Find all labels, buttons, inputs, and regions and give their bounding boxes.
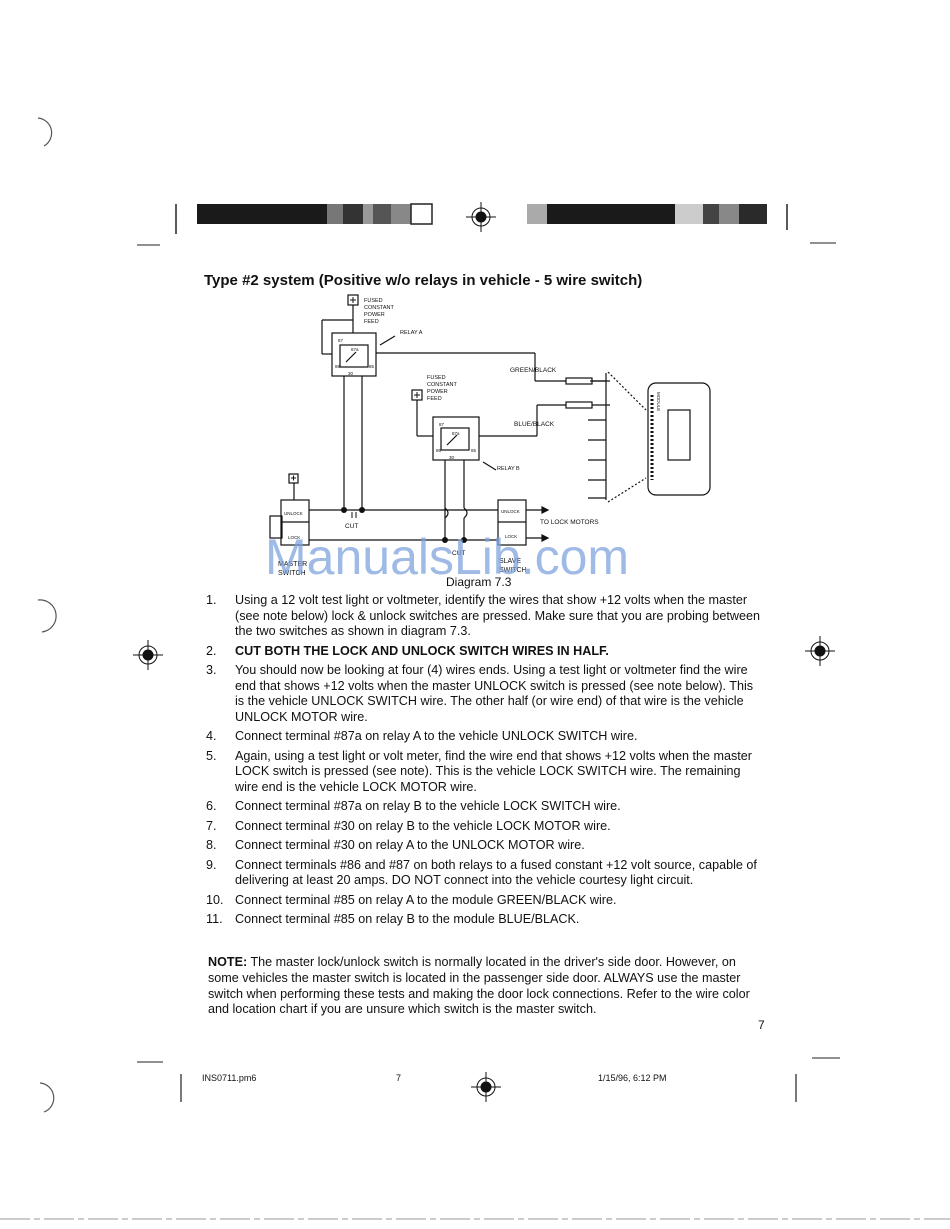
slave-switch-line2: SWITCH [499,567,527,574]
step-item: 5. Again, using a test light or volt mete… [206,749,762,796]
note-text: The master lock/unlock switch is normall… [208,955,750,1017]
relay-b-pin-86: 86 [436,448,442,453]
step-item: 4. Connect terminal #87a on relay A to th… [206,729,762,745]
cut-label-b: CUT [452,550,465,557]
scan-arc-mid [37,599,57,633]
master-switch-line1: MASTER [278,561,307,568]
step-text: Connect terminal #30 on relay B to the v… [235,818,611,833]
step-text: Again, using a test light or volt meter,… [235,748,752,794]
master-switch-line2: SWITCH [278,570,306,577]
diagram-caption: Diagram 7.3 [446,575,512,589]
note-paragraph: NOTE: The master lock/unlock switch is n… [208,955,753,1018]
step-text: Connect terminal #87a on relay A to the … [235,729,638,743]
slave-unlock-label: UNLOCK [501,509,520,514]
step-number: 2. [206,643,217,658]
step-text: Using a 12 volt test light or voltmeter,… [235,593,761,638]
step-item: 9. Connect terminals #86 and #87 on both … [206,858,762,889]
step-item: 10. Connect terminal #85 on relay A to th… [206,893,762,909]
step-number: 8. [206,838,217,852]
relay-b-box [432,416,480,461]
step-number: 5. [206,748,217,763]
relay-a-pin-86: 86 [335,364,341,369]
module-label: MODULE [656,392,661,411]
step-text: Connect terminals #86 and #87 on both re… [235,857,757,888]
green-black-label: GREEN/BLACK [510,367,557,374]
relay-b-pin-87a: 87a [452,431,460,436]
step-number: 9. [206,857,217,872]
relay-b-label: RELAY B [497,466,520,472]
fused-a-line3: POWER [364,312,385,318]
note-label: NOTE: [208,955,248,969]
step-number: 11. [206,912,223,926]
register-mark-bottom [471,1072,501,1102]
step-number: 4. [206,729,217,743]
footer-page: 7 [396,1073,402,1083]
slave-lock-label: LOCK [505,534,517,539]
register-mark-right [805,636,835,666]
fused-b-line1: FUSED [427,375,446,381]
register-mark-top [466,202,496,232]
relay-a-pin-85: 85 [369,364,375,369]
relay-a-pin-30: 30 [348,371,354,376]
step-text: Connect terminal #30 on relay A to the U… [235,838,585,852]
fused-a-line1: FUSED [364,298,383,304]
step-text: CUT BOTH THE LOCK AND UNLOCK SWITCH WIRE… [235,643,609,658]
step-text: You should now be looking at four (4) wi… [235,663,754,724]
footer-filename: INS0711.pm6 [202,1073,257,1083]
scan-arc-bottom [39,1082,55,1113]
register-mark-left [133,640,163,670]
fused-b-line2: CONSTANT [427,382,457,388]
watermark: ManualsLib.com [265,529,630,585]
fused-a-line2: CONSTANT [364,305,394,311]
step-item: 7. Connect terminal #30 on relay B to the… [206,819,762,835]
relay-a-pin-87: 87 [338,338,344,343]
fused-b-line3: POWER [427,389,448,395]
step-item: 11. Connect terminal #85 on relay B to th… [206,912,762,928]
fused-b-line4: FEED [427,396,442,402]
master-unlock-label: UNLOCK [284,511,303,516]
step-text: Connect terminal #85 on relay B to the m… [235,912,580,926]
master-lock-label: LOCK [288,535,300,540]
step-item: 8. Connect terminal #30 on relay A to the… [206,838,762,854]
relay-b-pin-30: 30 [449,455,455,460]
control-module [647,382,711,496]
blue-black-label: BLUE/BLACK [514,421,555,428]
color-bar-right [527,204,767,224]
step-number: 10. [206,892,224,907]
section-title: Type #2 system (Positive w/o relays in v… [204,272,643,289]
footer-date: 1/15/96, 6:12 PM [598,1073,667,1083]
step-item: 1. Using a 12 volt test light or voltmete… [206,593,762,640]
fused-a-line4: FEED [364,319,379,325]
relay-a-label: RELAY A [400,330,423,336]
step-number: 7. [206,818,217,833]
page-number: 7 [758,1018,765,1032]
relay-b-pin-85: 85 [471,448,477,453]
relay-b-pin-87: 87 [439,422,445,427]
step-text: Connect terminal #87a on relay B to the … [235,799,621,813]
step-item: 2. CUT BOTH THE LOCK AND UNLOCK SWITCH WI… [206,644,762,660]
slave-switch-line1: SLAVE [499,558,521,565]
instruction-list: 1. Using a 12 volt test light or voltmete… [206,593,762,932]
relay-a-pin-87a: 87a [351,347,359,352]
step-text: Connect terminal #85 on relay A to the m… [235,892,617,907]
step-number: 3. [206,663,217,677]
step-number: 6. [206,799,217,813]
color-bar-left [197,203,433,225]
step-item: 3. You should now be looking at four (4) … [206,663,762,725]
scan-arc-top [37,117,53,147]
step-item: 6. Connect terminal #87a on relay B to th… [206,799,762,815]
step-number: 1. [206,593,217,607]
to-lock-motors-label: TO LOCK MOTORS [540,519,599,526]
cut-label: CUT [345,523,358,530]
